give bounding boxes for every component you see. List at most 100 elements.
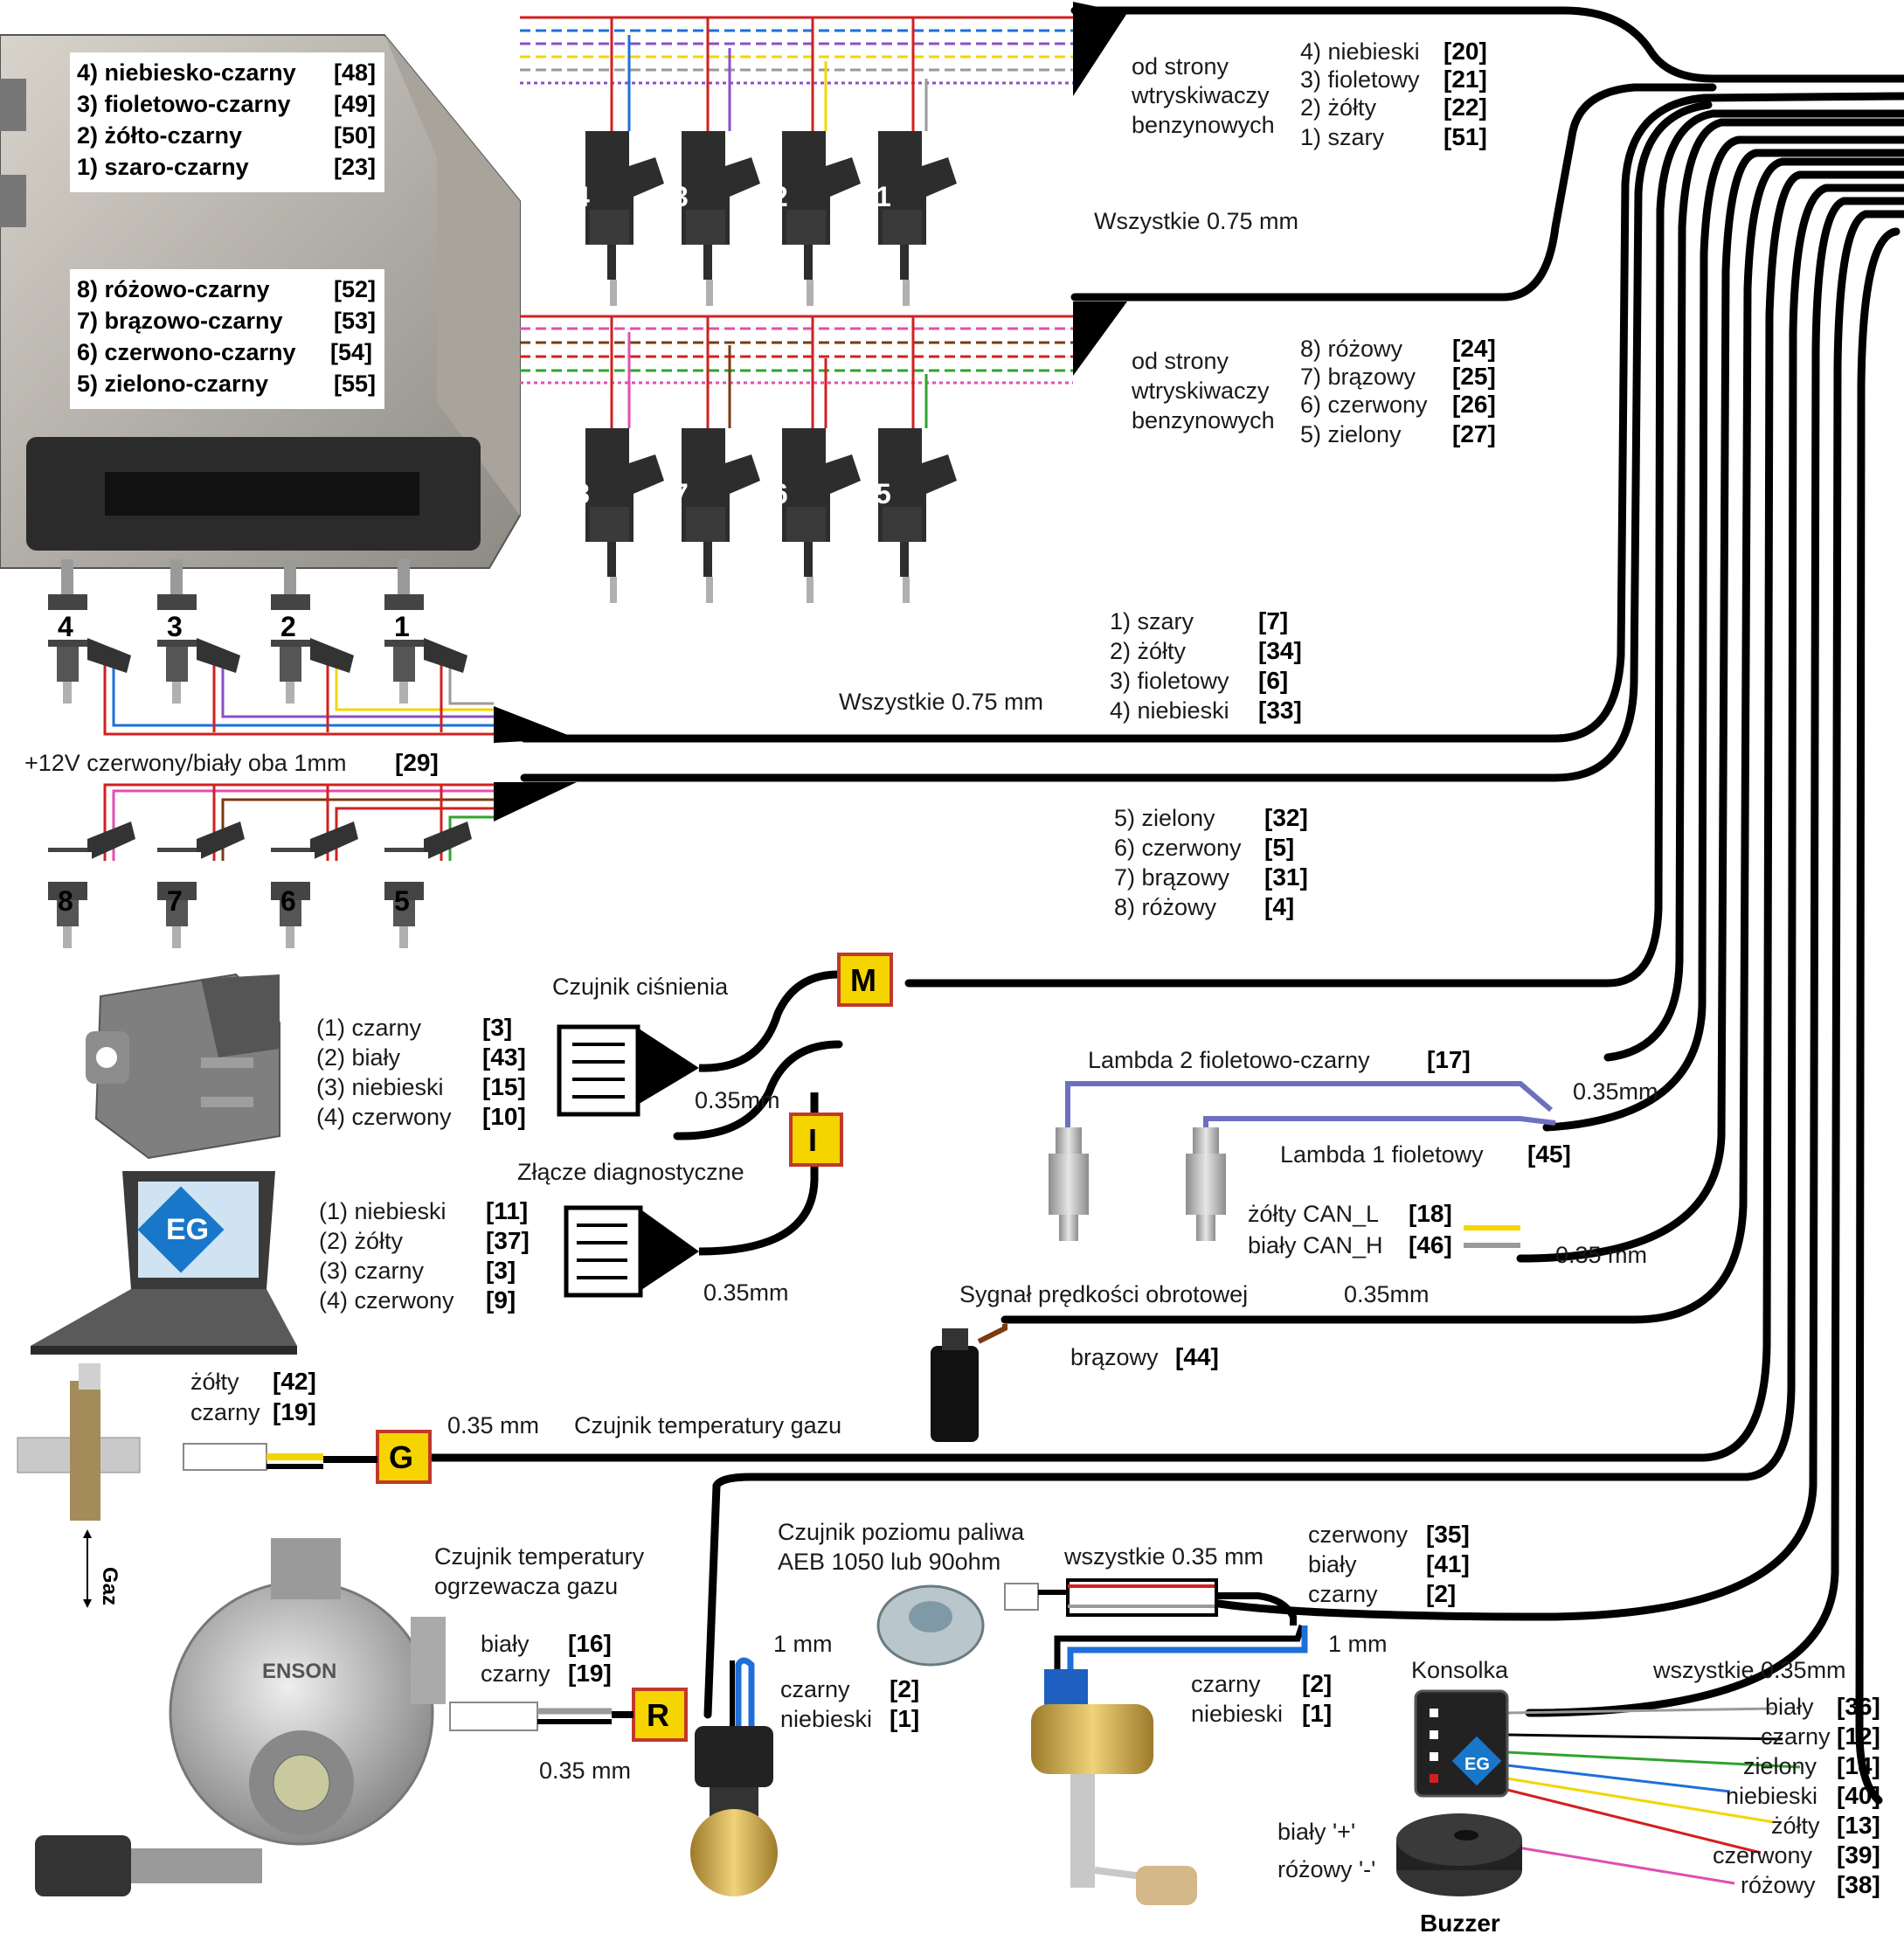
pin-number: [2] (890, 1675, 919, 1702)
side-label: benzynowych (1132, 407, 1275, 433)
ecu-wire-label: 1) szaro-czarny (77, 154, 249, 180)
wire-label: (1) niebieski (319, 1198, 447, 1224)
ecu-pin: [52] (334, 276, 376, 302)
injector-number: 3 (673, 181, 689, 212)
box-m-letter: M (850, 962, 876, 998)
injector-number: 4 (58, 611, 73, 642)
reducer-valve-labels: 1 mm czarny [2] niebieski [1] (773, 1631, 919, 1732)
wire-label: czarny (1761, 1723, 1831, 1750)
gauge-note: 0.35 mm (1555, 1242, 1647, 1268)
wire-label: 8) różowy (1114, 894, 1217, 920)
wire-label: 3) fioletowy (1110, 668, 1229, 694)
petrol-top-wires (520, 16, 1073, 131)
buzzer-plus-label: biały '+' (1277, 1819, 1355, 1845)
injector-number: 4 (574, 181, 590, 212)
pin-number: [17] (1427, 1046, 1471, 1073)
pressure-sensor-drawing (86, 973, 280, 1160)
pin-number: [44] (1175, 1343, 1219, 1370)
gas-injector-6 (267, 821, 358, 948)
pin-number: [32] (1264, 804, 1308, 831)
pin-number: [36] (1837, 1693, 1880, 1720)
laptop: EG (31, 1171, 297, 1355)
reducer-valve (690, 1657, 778, 1896)
wire-label: 1) szary (1300, 124, 1385, 150)
wire-label: (4) czerwony (319, 1287, 454, 1314)
wire-label: (4) czerwony (316, 1104, 452, 1130)
gas-injector-2 (267, 559, 354, 704)
box-r: R (632, 1688, 688, 1742)
wire-label: czarny (780, 1676, 850, 1702)
wire-label: 3) fioletowy (1300, 66, 1420, 93)
tank-valve (1031, 1624, 1308, 1905)
lambda-labels: Lambda 2 fioletowo-czarny [17] Lambda 1 … (1088, 1046, 1658, 1168)
pin-number: [29] (395, 749, 439, 776)
injector-number: 1 (394, 611, 410, 642)
wire-label: 2) żółty (1300, 94, 1377, 121)
fuel-level-sensor (876, 1578, 1297, 1667)
wire-label: (2) biały (316, 1044, 401, 1071)
pin-number: [25] (1452, 363, 1496, 390)
wire-label: czerwony (1308, 1522, 1409, 1548)
can-wires (1464, 1225, 1520, 1248)
petrol-injector-3 (682, 131, 760, 306)
wire-label: (3) czarny (319, 1258, 425, 1284)
wire-label: niebieski (1726, 1783, 1817, 1809)
pin-number: [5] (1264, 834, 1294, 861)
ecu-wire-label: 4) niebiesko-czarny (77, 59, 296, 86)
ecu-wire-label: 2) żółto-czarny (77, 122, 242, 149)
pin-number: [4] (1264, 893, 1294, 920)
wire-label: 2) żółty (1110, 638, 1187, 664)
ecu-wire-label: 3) fioletowo-czarny (77, 91, 291, 117)
petrol-injector-8 (585, 428, 664, 603)
petrol-bottom-labels: od strony wtryskiwaczy benzynowych 8) ró… (1131, 335, 1496, 447)
gas-injector-4 (44, 559, 131, 704)
petrol-injectors-bottom: 8 7 6 5 (574, 428, 957, 603)
diag-wedge (636, 1206, 699, 1293)
wire-label: biały CAN_H (1248, 1232, 1383, 1258)
ecu-pin: [48] (334, 59, 376, 86)
pin-number: [1] (1302, 1700, 1332, 1727)
wire-label: 7) brązowy (1300, 364, 1416, 390)
wire-label: czerwony (1713, 1842, 1813, 1868)
pin-number: [42] (273, 1368, 316, 1395)
pin-number: [20] (1444, 38, 1487, 65)
buzzer (1396, 1813, 1522, 1896)
petrol-injector-7 (682, 428, 760, 603)
petrol-injectors-top: 4 3 2 1 (574, 131, 957, 306)
wire-label: czarny (1191, 1671, 1261, 1697)
ecu-pin: [49] (334, 91, 376, 117)
reducer-temp-labels: Czujnik temperatury ogrzewacza gazu biał… (434, 1543, 645, 1784)
gas-bottom-wedge (494, 782, 577, 821)
gas-temp-sensor (17, 1363, 323, 1608)
wire-label: żółty (190, 1369, 239, 1395)
component-title: Sygnał prędkości obrotowej (959, 1281, 1248, 1307)
injector-number: 7 (673, 478, 689, 510)
injector-number: 2 (772, 181, 788, 212)
petrol-injector-2 (782, 131, 861, 306)
pin-number: [14] (1837, 1752, 1880, 1779)
injector-number: 8 (574, 478, 590, 510)
pin-number: [9] (486, 1286, 516, 1314)
side-label: benzynowych (1132, 112, 1275, 138)
pin-number: [38] (1837, 1871, 1880, 1898)
lambda-sensors (1049, 1127, 1226, 1241)
pressure-connector (557, 1024, 640, 1117)
petrol-injector-5 (878, 428, 957, 603)
petrol-injector-1 (878, 131, 957, 306)
injector-number: 8 (58, 885, 73, 917)
can-labels: żółty CAN_L [18] biały CAN_H [46] 0.35 m… (1248, 1200, 1647, 1268)
component-title: Czujnik temperatury (434, 1543, 645, 1570)
pin-number: [13] (1837, 1812, 1880, 1839)
pin-number: [40] (1837, 1782, 1880, 1809)
wire-label: czarny (190, 1399, 260, 1425)
pin-number: [33] (1258, 697, 1302, 724)
wire-label: czarny (1308, 1581, 1378, 1607)
gas-injectors-bottom: 8 7 6 5 (44, 821, 472, 948)
pin-number: [37] (486, 1227, 530, 1254)
eg-logo-text: EG (1464, 1755, 1490, 1774)
petrol-bottom-wedge (1073, 302, 1127, 376)
lambda-1-sensor (1186, 1127, 1226, 1241)
wire-label: (2) żółty (319, 1228, 404, 1254)
